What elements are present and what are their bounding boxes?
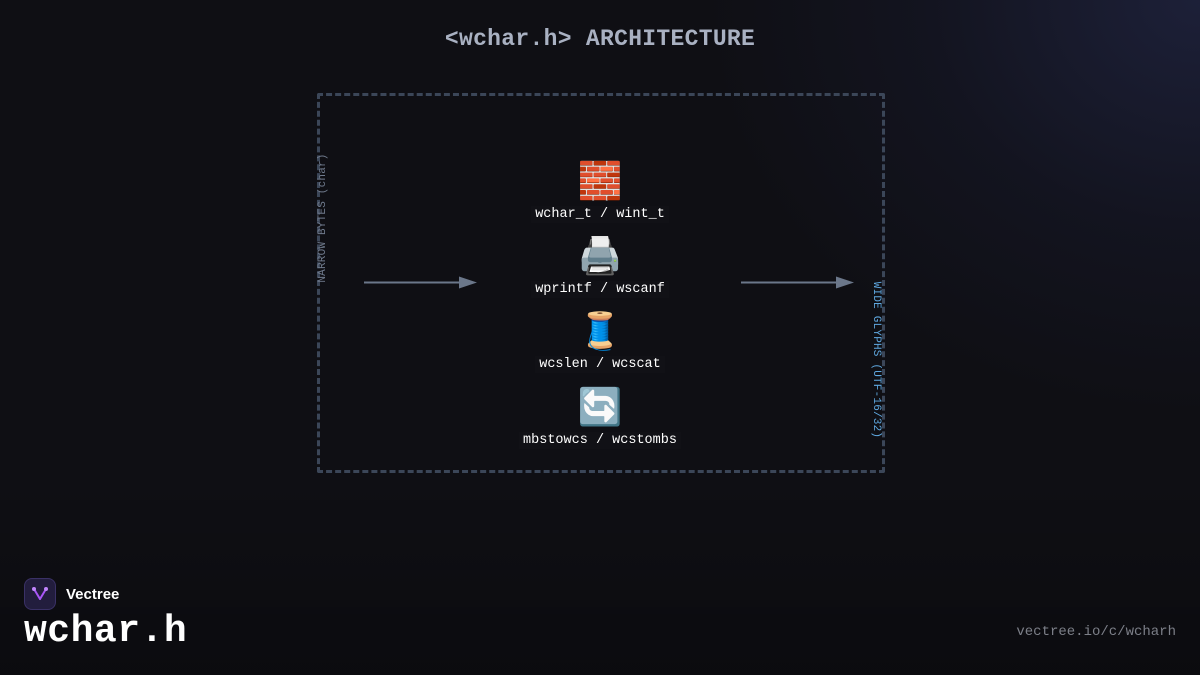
page-name: wchar.h bbox=[24, 610, 188, 653]
component-types: 🧱 wchar_t / wint_t bbox=[450, 160, 750, 232]
narrow-bytes-label: NARROW BYTES (char) bbox=[317, 153, 329, 283]
component-label: wchar_t / wint_t bbox=[531, 206, 669, 223]
brand-name: Vectree bbox=[66, 585, 120, 603]
vectree-logo-icon bbox=[24, 578, 56, 610]
component-strings: 🧵 wcslen / wcscat bbox=[450, 310, 750, 382]
brick-icon: 🧱 bbox=[577, 161, 623, 202]
conversion-arrows-icon: 🔄 bbox=[577, 387, 623, 428]
component-io: 🖨️ wprintf / wscanf bbox=[450, 235, 750, 307]
architecture-frame bbox=[317, 93, 885, 473]
component-conversion: 🔄 mbstowcs / wcstombs bbox=[450, 386, 750, 458]
printer-icon: 🖨️ bbox=[577, 236, 623, 277]
brand: Vectree bbox=[24, 577, 119, 611]
component-label: wprintf / wscanf bbox=[531, 281, 669, 298]
source-url: vectree.io/c/wcharh bbox=[1016, 624, 1176, 640]
wide-glyphs-label: WIDE GLYPHS (UTF-16/32) bbox=[870, 281, 882, 439]
output-arrow-icon bbox=[741, 276, 854, 289]
thread-spool-icon: 🧵 bbox=[577, 311, 623, 352]
input-arrow-icon bbox=[364, 276, 477, 289]
component-label: wcslen / wcscat bbox=[535, 356, 665, 373]
diagram-title: <wchar.h> ARCHITECTURE bbox=[444, 26, 756, 52]
component-label: mbstowcs / wcstombs bbox=[519, 432, 681, 449]
